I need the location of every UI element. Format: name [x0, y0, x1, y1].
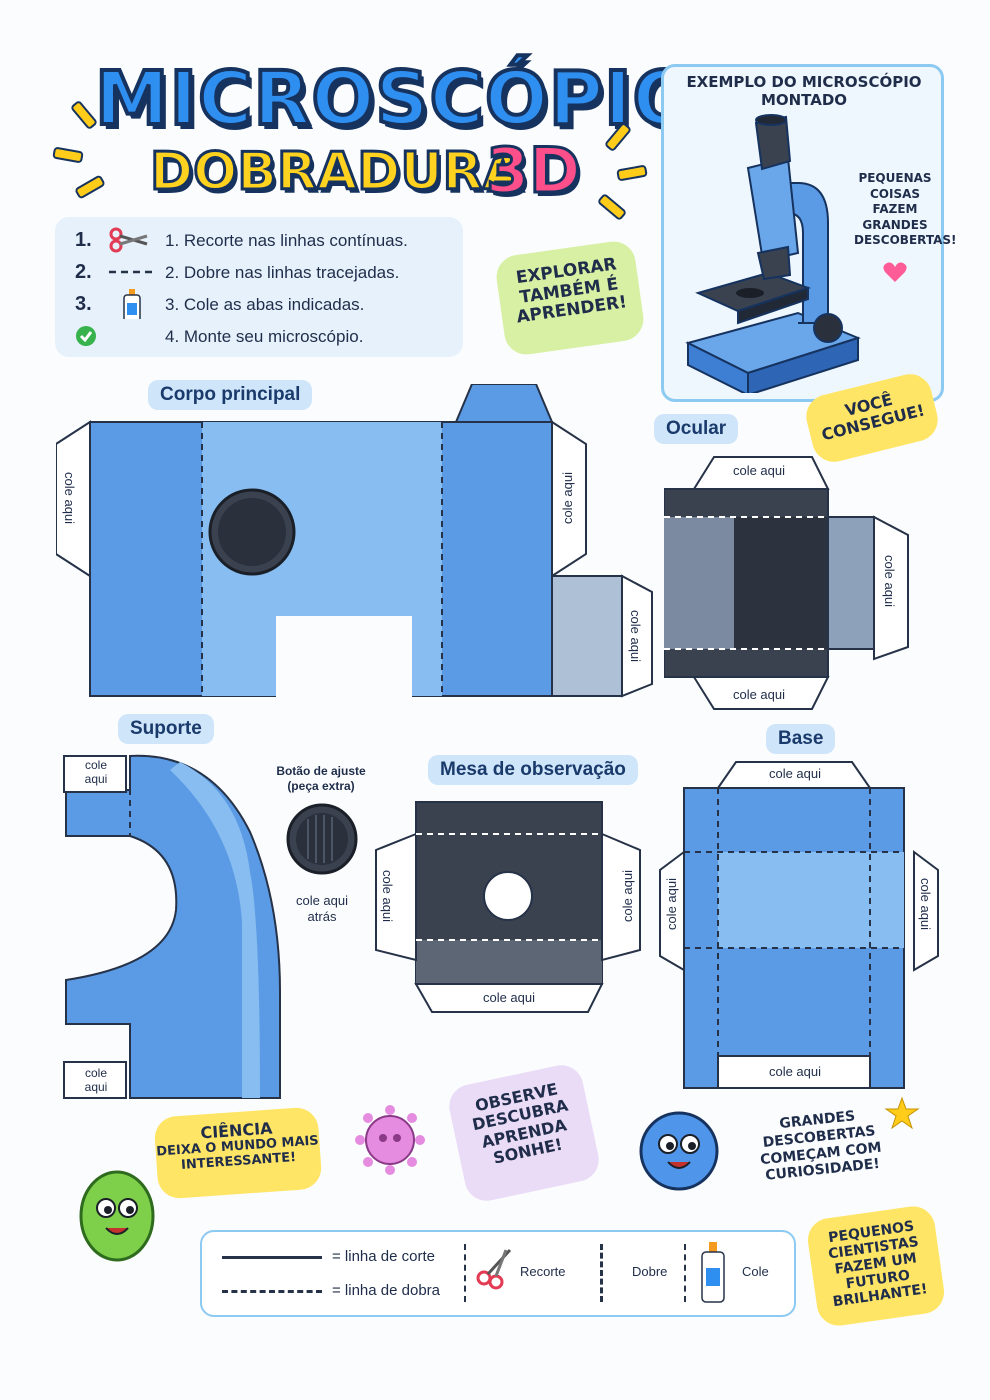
tab-label: cole aqui [768, 1064, 822, 1079]
tab-label: cole aqui [732, 463, 786, 478]
instructions-box: 1. 1. Recorte nas linhas contínuas. 2. 2… [55, 217, 463, 357]
botao-note: cole aqui atrás [295, 893, 349, 925]
tab-label: cole aqui [620, 870, 635, 923]
step-text: 3. Cole as abas indicadas. [165, 295, 365, 314]
glue-icon [701, 1242, 725, 1303]
pink-virus-icon [355, 1105, 425, 1175]
tab-label: cole aqui [732, 687, 786, 702]
ciencia-bubble: CIÊNCIA DEIXA O MUNDO MAIS INTERESSANTE! [153, 1106, 323, 1200]
mesa-shape [375, 801, 641, 1013]
page-subtitle-3d: 3D [485, 134, 583, 207]
step-1: 1. 1. Recorte nas linhas contínuas. [75, 225, 465, 255]
microscope-illustration [685, 114, 861, 393]
pequenos-bubble: PEQUENOS CIENTISTAS FAZEM UM FUTURO BRIL… [805, 1203, 947, 1329]
page-title: MICROSCÓPIO [93, 56, 698, 142]
mesa-label: Mesa de observação [428, 755, 638, 785]
base-label: Base [766, 724, 836, 754]
cut-line-sample [222, 1256, 322, 1259]
sparkle-icon [616, 164, 648, 182]
tab-label: cole aqui [560, 472, 575, 525]
legend-box: = linha de corte = linha de dobra Recort… [200, 1230, 796, 1317]
tab-label: cole aqui [768, 766, 822, 781]
legend-fold-text: = linha de dobra [332, 1282, 441, 1299]
tab-label-line: cole [84, 1066, 107, 1080]
step-3: 3. 3. Cole as abas indicadas. [75, 289, 465, 319]
divider [684, 1244, 686, 1302]
corpo-shape [56, 384, 653, 698]
blue-microbe-icon [639, 1111, 719, 1191]
example-side-text: PEQUENAS COISAS FAZEM GRANDES DESCOBERTA… [854, 171, 957, 248]
sparkle-icon [69, 99, 99, 131]
tab-label-line: aqui [84, 772, 108, 787]
tab-label: cole aqui [918, 878, 933, 931]
check-icon [76, 326, 96, 346]
dashed-line-icon [109, 270, 155, 274]
step-number: 2. [75, 261, 92, 283]
glue-icon [123, 289, 141, 319]
explorar-bubble: EXPLORAR TAMBÉM É APRENDER! [493, 238, 647, 358]
step-text: 1. Recorte nas linhas contínuas. [165, 231, 408, 250]
fold-icon [600, 1244, 603, 1302]
grandes-text: GRANDES DESCOBERTAS COMEÇAM COM CURIOSID… [759, 1108, 883, 1185]
ocular-piece: cole aqui cole aqui cole aqui [664, 455, 910, 713]
tab-label: cole aqui [628, 610, 643, 663]
example-box: EXEMPLO DO MICROSCÓPIO MONTADO PEQUENAS … [661, 64, 957, 402]
legend-recorte: Recorte [520, 1264, 566, 1279]
sparkle-icon [52, 146, 84, 164]
ocular-label: Ocular [654, 414, 739, 444]
suporte-label: Suporte [118, 714, 214, 744]
adjustment-knob-icon [286, 803, 358, 875]
mesa-piece: cole aqui cole aqui cole aqui [374, 800, 644, 1016]
tab-label: cole aqui [482, 990, 536, 1005]
scissors-icon [109, 227, 148, 253]
sparkle-icon [74, 174, 106, 200]
tab-label: cole aqui [62, 472, 77, 525]
ocular-shape [664, 456, 909, 710]
legend-dobre: Dobre [632, 1264, 668, 1279]
observe-bubble: OBSERVE DESCUBRA APRENDA SONHE! [445, 1061, 603, 1205]
legend-cole: Cole [742, 1264, 769, 1279]
step-text: 4. Monte seu microscópio. [165, 327, 364, 346]
corpo-label: Corpo principal [148, 380, 313, 410]
star-icon [884, 1096, 920, 1130]
botao-label: Botão de ajuste (peça extra) [276, 764, 366, 793]
tab-label-line: aqui [84, 1080, 108, 1095]
step-text: 2. Dobre nas linhas tracejadas. [165, 263, 400, 282]
tab-label: cole aqui [380, 870, 395, 923]
step-number: 1. [75, 229, 92, 251]
step-number: 3. [75, 293, 92, 315]
heart-icon [883, 262, 907, 282]
sparkle-icon [596, 192, 628, 222]
base-shape [659, 761, 939, 1089]
page-subtitle: DOBRADURA [149, 142, 525, 202]
tab-label: cole aqui [882, 555, 897, 608]
divider [464, 1244, 466, 1302]
corpo-principal-piece: cole aqui cole aqui cole aqui [56, 384, 656, 704]
example-title: EXEMPLO DO MICROSCÓPIO MONTADO [686, 73, 922, 109]
fold-line-sample [222, 1290, 322, 1293]
green-microbe-icon [79, 1170, 155, 1262]
scissors-icon [476, 1248, 512, 1290]
tab-label-line: cole [84, 758, 107, 772]
legend-cut-text: = linha de corte [332, 1248, 435, 1265]
tab-label: cole aqui [664, 878, 679, 931]
step-2: 2. 2. Dobre nas linhas tracejadas. [75, 257, 465, 287]
step-4: 4. Monte seu microscópio. [75, 321, 465, 351]
suporte-shape [63, 754, 281, 1099]
base-piece: cole aqui cole aqui cole aqui cole aqui [656, 760, 942, 1090]
